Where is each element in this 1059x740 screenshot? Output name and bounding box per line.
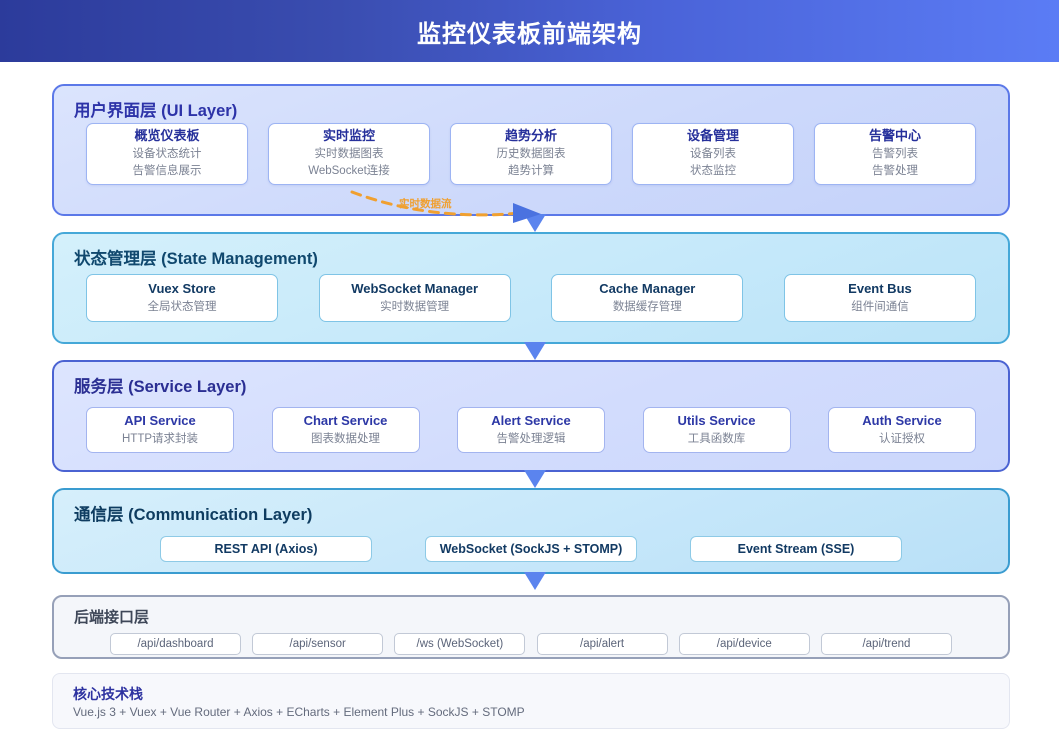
card-alert-center[interactable]: 告警中心 告警列表 告警处理 — [814, 123, 976, 185]
connector-arrow-state-to-service — [524, 342, 546, 360]
card-title: 告警中心 — [868, 128, 921, 144]
layer-service-title: 服务层 (Service Layer) — [74, 378, 247, 396]
layer-backend: 后端接口层 /api/dashboard /api/sensor /ws (We… — [52, 595, 1010, 659]
layer-communication: 通信层 (Communication Layer) REST API (Axio… — [52, 488, 1010, 574]
card-title: Utils Service — [677, 412, 756, 428]
layer-communication-pills: REST API (Axios) WebSocket (SockJS + STO… — [54, 536, 1008, 562]
layer-state-title: 状态管理层 (State Management) — [74, 250, 318, 268]
card-subline: HTTP请求封装 — [121, 432, 199, 445]
card-title: Alert Service — [491, 412, 571, 428]
card-subline: 实时数据管理 — [380, 300, 450, 313]
card-subline: 历史数据图表 — [496, 148, 566, 161]
card-alert-service[interactable]: Alert Service 告警处理逻辑 — [457, 407, 605, 453]
card-chart-service[interactable]: Chart Service 图表数据处理 — [271, 407, 420, 453]
card-websocket-manager[interactable]: WebSocket Manager 实时数据管理 — [318, 274, 511, 322]
card-subline: 设备列表 — [690, 148, 736, 161]
page-header: 监控仪表板前端架构 — [0, 0, 1059, 62]
card-realtime-monitor[interactable]: 实时监控 实时数据图表 WebSocket连接 — [268, 123, 430, 185]
card-subline: 状态监控 — [690, 165, 736, 178]
card-title: 趋势分析 — [504, 128, 557, 144]
card-utils-service[interactable]: Utils Service 工具函数库 — [642, 407, 791, 453]
card-vuex-store[interactable]: Vuex Store 全局状态管理 — [86, 274, 278, 322]
card-title: 设备管理 — [686, 128, 739, 144]
layer-ui-cards: 概览仪表板 设备状态统计 告警信息展示 实时监控 实时数据图表 WebSocke… — [54, 123, 1008, 185]
layer-ui: 用户界面层 (UI Layer) 概览仪表板 设备状态统计 告警信息展示 实时监… — [52, 84, 1010, 216]
card-subline: 图表数据处理 — [311, 432, 380, 445]
connector-arrow-ui-to-state — [524, 214, 546, 232]
endpoint-api-trend[interactable]: /api/trend — [820, 633, 952, 655]
endpoint-ws-websocket[interactable]: /ws (WebSocket) — [394, 633, 526, 655]
card-subline: 告警处理逻辑 — [496, 432, 566, 445]
tech-stack-panel: 核心技术栈 Vue.js 3 + Vuex + Vue Router + Axi… — [52, 673, 1010, 729]
card-title: 概览仪表板 — [134, 128, 200, 144]
card-api-service[interactable]: API Service HTTP请求封装 — [86, 407, 234, 453]
card-subline: 认证授权 — [879, 432, 925, 445]
card-subline: 告警信息展示 — [132, 165, 202, 178]
card-subline: 设备状态统计 — [132, 148, 202, 161]
layer-service-cards: API Service HTTP请求封装 Chart Service 图表数据处… — [54, 407, 1008, 453]
endpoint-api-device[interactable]: /api/device — [678, 633, 810, 655]
pill-event-stream[interactable]: Event Stream (SSE) — [690, 536, 902, 562]
card-subline: 告警列表 — [872, 148, 918, 161]
pill-rest-api[interactable]: REST API (Axios) — [160, 536, 372, 562]
card-subline: 趋势计算 — [508, 165, 554, 178]
tech-stack-title: 核心技术栈 — [73, 686, 143, 702]
card-overview-dashboard[interactable]: 概览仪表板 设备状态统计 告警信息展示 — [86, 123, 248, 185]
tech-stack-description: Vue.js 3 + Vuex + Vue Router + Axios + E… — [73, 705, 525, 719]
connector-arrow-comm-to-backend — [524, 572, 546, 590]
endpoint-api-sensor[interactable]: /api/sensor — [252, 633, 384, 655]
card-title: Vuex Store — [148, 280, 216, 296]
endpoint-api-alert[interactable]: /api/alert — [536, 633, 668, 655]
layer-ui-title: 用户界面层 (UI Layer) — [74, 102, 238, 120]
layer-state-management: 状态管理层 (State Management) Vuex Store 全局状态… — [52, 232, 1010, 344]
card-title: Chart Service — [303, 412, 388, 428]
card-subline: 告警处理 — [872, 165, 918, 178]
card-title: API Service — [124, 412, 196, 428]
connector-arrow-service-to-comm — [524, 470, 546, 488]
card-device-management[interactable]: 设备管理 设备列表 状态监控 — [632, 123, 794, 185]
card-subline: 工具函数库 — [687, 432, 746, 445]
card-title: WebSocket Manager — [351, 280, 479, 296]
card-event-bus[interactable]: Event Bus 组件间通信 — [783, 274, 976, 322]
card-cache-manager[interactable]: Cache Manager 数据缓存管理 — [551, 274, 744, 322]
layer-communication-title: 通信层 (Communication Layer) — [74, 506, 313, 524]
layer-backend-endpoints: /api/dashboard /api/sensor /ws (WebSocke… — [54, 633, 1008, 655]
layer-service: 服务层 (Service Layer) API Service HTTP请求封装… — [52, 360, 1010, 472]
endpoint-api-dashboard[interactable]: /api/dashboard — [110, 633, 241, 655]
card-trend-analysis[interactable]: 趋势分析 历史数据图表 趋势计算 — [450, 123, 612, 185]
card-title: Auth Service — [862, 412, 942, 428]
card-subline: 全局状态管理 — [147, 300, 217, 313]
layer-state-cards: Vuex Store 全局状态管理 WebSocket Manager 实时数据… — [54, 274, 1008, 322]
card-title: Cache Manager — [599, 280, 696, 296]
card-title: Event Bus — [848, 280, 912, 296]
card-subline: 数据缓存管理 — [612, 300, 682, 313]
realtime-flow-label: 实时数据流 — [399, 198, 452, 210]
card-subline: 实时数据图表 — [314, 148, 384, 161]
card-title: 实时监控 — [322, 128, 375, 144]
card-auth-service[interactable]: Auth Service 认证授权 — [828, 407, 976, 453]
pill-websocket[interactable]: WebSocket (SockJS + STOMP) — [425, 536, 637, 562]
layer-backend-title: 后端接口层 — [74, 609, 150, 626]
page-title: 监控仪表板前端架构 — [417, 20, 642, 48]
card-subline: 组件间通信 — [851, 300, 909, 313]
card-subline: WebSocket连接 — [308, 165, 390, 178]
